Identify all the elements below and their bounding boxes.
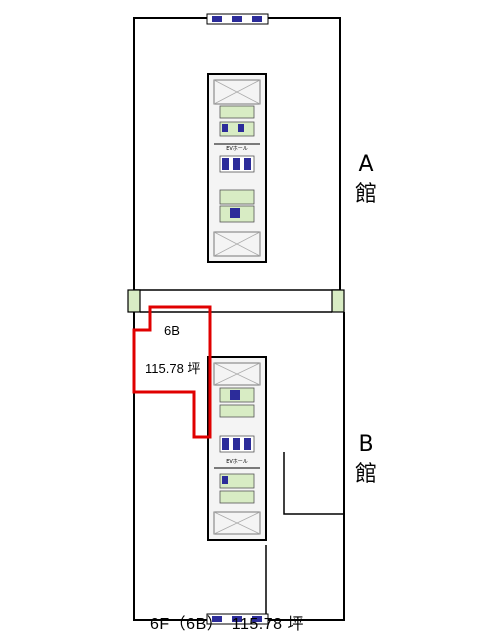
building-b-kanji: 館 — [354, 462, 377, 487]
building-a-kanji: 館 — [354, 182, 377, 207]
core-b: EVホール — [207, 356, 267, 541]
building-b-walls — [133, 312, 345, 621]
unit-area: 115.78 坪 — [145, 361, 201, 376]
entrance-top — [206, 13, 269, 25]
entrance-bottom — [206, 613, 269, 625]
connection-corridor — [127, 289, 345, 313]
building-a-walls — [133, 17, 341, 291]
unit-6b-outline[interactable] — [132, 305, 212, 439]
building-a-letter: A — [358, 152, 374, 177]
ev-hall-label-b: EVホール — [226, 459, 248, 465]
core-a: EVホール — [207, 73, 267, 263]
building-a-label: A 館 — [351, 150, 381, 210]
building-b-label: B 館 — [351, 430, 381, 490]
building-b-letter: B — [358, 432, 374, 457]
floor-caption: 6F（6B） 115.78 坪 — [150, 616, 304, 633]
ev-hall-label-a: EVホール — [226, 146, 248, 152]
unit-name: 6B — [164, 323, 180, 338]
